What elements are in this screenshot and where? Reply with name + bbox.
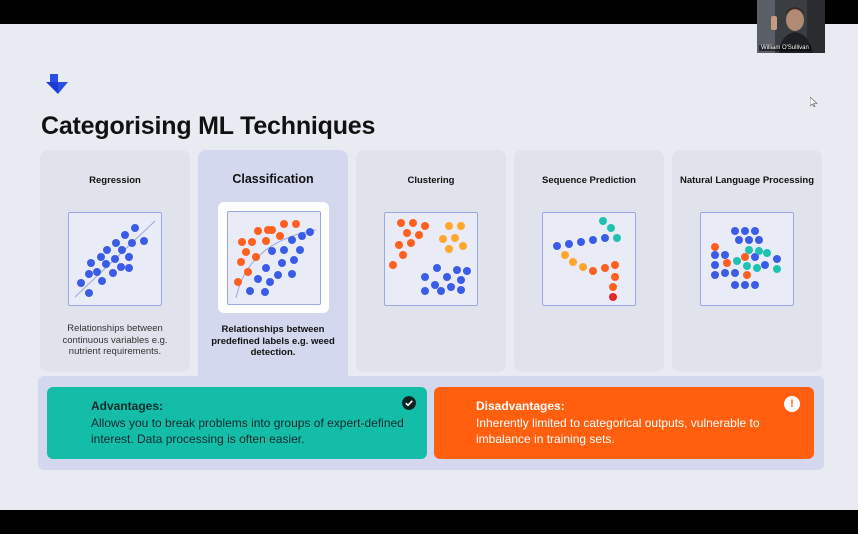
card-clustering: Clustering [356,150,506,372]
card-title: Regression [89,175,141,186]
classification-illustration [227,211,321,305]
mouse-cursor-icon [810,97,818,107]
nlp-illustration [700,212,794,306]
card-classification: Classification [198,150,348,380]
disadvantages-box: Disadvantages: Inherently limited to cat… [434,387,814,459]
card-title: Clustering [407,175,455,186]
brand-logo-icon [46,74,68,94]
disadvantages-text: Inherently limited to categorical output… [476,416,760,446]
card-title: Sequence Prediction [542,175,636,186]
card-description: Relationships between predefined labels … [211,324,335,358]
card-sequence-prediction: Sequence Prediction [514,150,664,372]
check-circle-icon [402,396,416,410]
alert-circle-icon: ! [784,396,800,412]
advantages-text: Allows you to break problems into groups… [91,416,404,446]
sequence-prediction-illustration [542,212,636,306]
card-title: Classification [232,172,314,186]
clustering-illustration [384,212,478,306]
card-nlp: Natural Language Processing [672,150,822,372]
participant-video-tile[interactable]: William O'Sullivan [757,0,825,53]
card-title: Natural Language Processing [679,175,815,186]
participant-name: William O'Sullivan [759,45,811,51]
pros-cons-panel: Advantages: Allows you to break problems… [38,376,824,470]
regression-illustration [68,212,162,306]
advantages-title: Advantages: [91,399,164,413]
presentation-slide: Categorising ML Techniques Regression Re… [0,24,858,510]
disadvantages-title: Disadvantages: [476,399,565,413]
participant-video-image [757,0,825,53]
card-regression: Regression Relationships between continu… [40,150,190,372]
advantages-box: Advantages: Allows you to break problems… [47,387,427,459]
classification-illustration-frame [218,202,329,313]
card-description: Relationships between continuous variabl… [62,323,168,357]
slide-title: Categorising ML Techniques [41,112,376,140]
